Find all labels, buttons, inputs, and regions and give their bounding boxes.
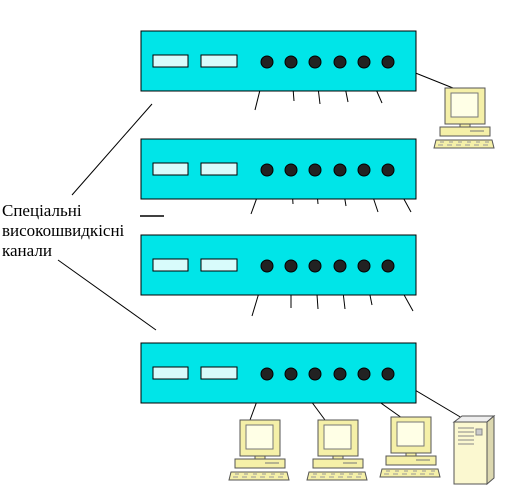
channel-line-lower [57, 259, 157, 331]
switch-slot-1 [152, 258, 189, 272]
port-2 [284, 367, 298, 381]
channel-label-line-2: високошвидкісні [2, 221, 125, 240]
channel-label-line-3: канали [2, 241, 52, 260]
port-1 [260, 367, 274, 381]
switch-slot-2 [200, 162, 238, 176]
switch-slot-1 [152, 54, 189, 68]
switch-4 [140, 342, 417, 404]
switch-1 [140, 30, 417, 92]
switch-2 [140, 138, 417, 200]
monitor-screen [396, 421, 425, 447]
keyboard [433, 139, 495, 149]
port-4 [333, 163, 347, 177]
port-5 [357, 163, 371, 177]
switch-slot-2 [200, 366, 238, 380]
port-6 [381, 259, 395, 273]
channel-label-line-1: Спеціальні [2, 201, 82, 220]
monitor-screen [323, 424, 352, 450]
port-2 [284, 55, 298, 69]
port-2 [284, 259, 298, 273]
switch-slot-2 [200, 54, 238, 68]
system-unit [385, 455, 437, 466]
server-icon [452, 414, 496, 486]
port-4 [333, 55, 347, 69]
server-side [486, 414, 495, 486]
system-unit [312, 458, 364, 469]
keyboard [379, 468, 441, 478]
port-3 [308, 367, 322, 381]
computer-icon [306, 419, 368, 481]
port-5 [357, 55, 371, 69]
port-5 [357, 367, 371, 381]
keyboard [306, 471, 368, 481]
switch-slot-2 [200, 258, 238, 272]
port-6 [381, 163, 395, 177]
computer-icon [379, 416, 441, 478]
port-3 [308, 259, 322, 273]
port-4 [333, 259, 347, 273]
monitor-screen [450, 92, 479, 118]
computer-icon [433, 87, 495, 149]
server-led [475, 428, 483, 436]
port-1 [260, 163, 274, 177]
port-1 [260, 259, 274, 273]
port-3 [308, 55, 322, 69]
switch-3 [140, 234, 417, 296]
system-unit [439, 126, 491, 137]
keyboard [228, 471, 290, 481]
switch-slot-1 [152, 162, 189, 176]
port-3 [308, 163, 322, 177]
channel-line-upper [71, 103, 153, 196]
port-2 [284, 163, 298, 177]
system-unit [234, 458, 286, 469]
port-6 [381, 367, 395, 381]
computer-icon [228, 419, 290, 481]
port-5 [357, 259, 371, 273]
monitor-screen [245, 424, 274, 450]
port-1 [260, 55, 274, 69]
port-6 [381, 55, 395, 69]
port-4 [333, 367, 347, 381]
switch-slot-1 [152, 366, 189, 380]
